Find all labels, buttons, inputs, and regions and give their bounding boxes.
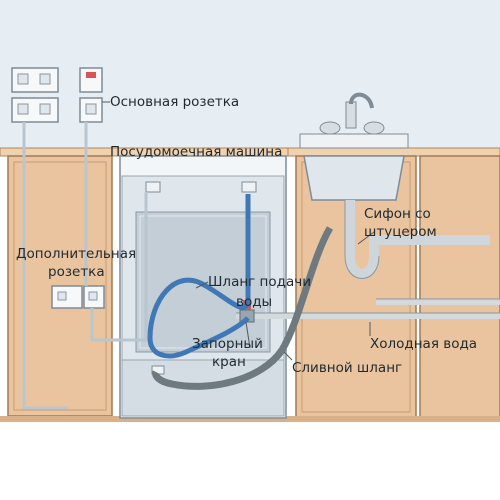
inlet-hose-label-line1: Шланг подачи xyxy=(208,274,311,290)
sink-icon xyxy=(303,155,405,201)
left-cabinet xyxy=(0,147,119,417)
cold-water-label: Холодная вода xyxy=(370,336,478,352)
leader-lines xyxy=(102,101,375,361)
cold-water-pipe xyxy=(236,299,500,319)
dishwasher-label: Посудомоечная машина xyxy=(110,144,283,160)
siphon-outline xyxy=(344,200,380,279)
socket-icon xyxy=(51,285,105,309)
inlet-hose xyxy=(147,194,251,359)
plinth xyxy=(0,416,500,422)
inlet-hose-label-line2: воды xyxy=(236,294,273,310)
pipe-lines xyxy=(236,298,500,314)
main-socket-label: Основная розетка xyxy=(110,94,240,110)
shutoff-valve-label-line2: кран xyxy=(212,354,246,370)
drain-hose-label: Сливной шланг xyxy=(292,360,403,376)
shutoff-valve-label-line1: Запорный xyxy=(192,336,263,352)
wall xyxy=(0,0,500,148)
extra-socket-label-line2: розетка xyxy=(48,264,105,280)
power-cable xyxy=(22,122,148,410)
drain-hose xyxy=(152,226,334,390)
socket-icon xyxy=(11,67,103,123)
faucet-icon xyxy=(299,92,409,149)
siphon-icon xyxy=(345,200,490,279)
extra-socket-label-line1: Дополнительная xyxy=(16,246,137,262)
siphon-label-line2: штуцером xyxy=(364,224,437,240)
siphon-label-line1: Сифон со xyxy=(364,206,431,222)
